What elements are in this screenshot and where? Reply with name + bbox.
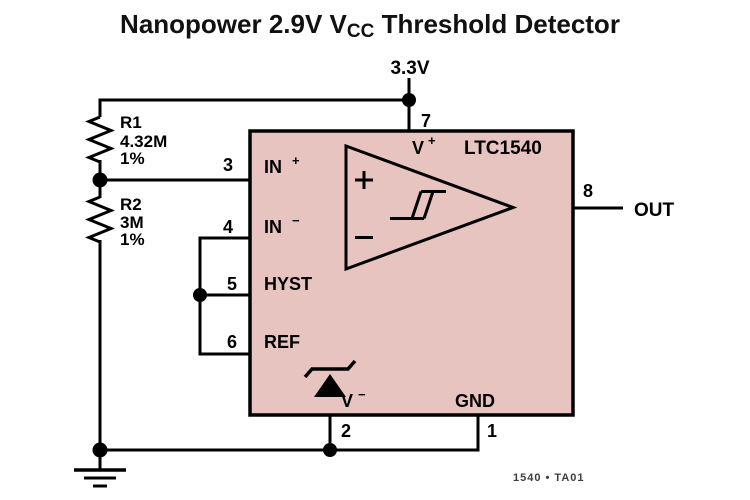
ground-icon bbox=[74, 468, 126, 488]
pin7-label: V bbox=[412, 138, 424, 158]
wire-top-rail bbox=[98, 98, 409, 117]
r2-value: 3M bbox=[120, 213, 144, 232]
figure-tag: 1540 • TA01 bbox=[513, 472, 585, 484]
zener-diode-icon bbox=[314, 374, 346, 397]
title-suffix: Threshold Detector bbox=[374, 9, 620, 39]
junction-dot-hyst bbox=[193, 288, 207, 302]
title-subscript: CC bbox=[346, 21, 375, 42]
pin2-number: 2 bbox=[341, 421, 351, 441]
comparator-triangle bbox=[344, 143, 518, 272]
junction-dot-vminus bbox=[323, 443, 337, 457]
hysteresis-icon bbox=[390, 190, 446, 220]
junction-dot-ground bbox=[92, 442, 108, 458]
pin3-number: 3 bbox=[223, 155, 233, 175]
supply-voltage-label: 3.3V bbox=[390, 58, 429, 79]
pin4-label-sign: − bbox=[292, 213, 300, 228]
pin7-label-sign: + bbox=[428, 133, 436, 148]
r2-tolerance: 1% bbox=[120, 230, 145, 249]
title-prefix: Nanopower 2.9V V bbox=[120, 9, 347, 39]
r1-ref: R1 bbox=[120, 113, 142, 132]
resistor-r2 bbox=[85, 195, 115, 244]
plus-input-icon bbox=[355, 171, 373, 189]
chip-name: LTC1540 bbox=[464, 138, 542, 159]
pin1-label: GND bbox=[455, 391, 495, 411]
r1-tolerance: 1% bbox=[120, 149, 145, 168]
pin6-label: REF bbox=[264, 332, 300, 352]
pin3-label-sign: + bbox=[292, 153, 300, 168]
output-net-label: OUT bbox=[634, 200, 675, 221]
zener-cathode-bar bbox=[303, 359, 357, 379]
pin7-number: 7 bbox=[421, 111, 431, 131]
r1-value: 4.32M bbox=[120, 132, 167, 151]
junction-dot-supply bbox=[402, 93, 416, 107]
pin1-number: 1 bbox=[487, 421, 497, 441]
pin4-label: IN bbox=[264, 217, 282, 237]
resistor-r1 bbox=[85, 115, 115, 164]
r2-ref: R2 bbox=[120, 195, 142, 214]
chip-body bbox=[248, 129, 575, 417]
pin2-label: V bbox=[341, 391, 353, 411]
schematic-title: Nanopower 2.9V VCC Threshold Detector bbox=[0, 9, 740, 42]
pin3-label: IN bbox=[264, 157, 282, 177]
pin5-label: HYST bbox=[264, 274, 312, 294]
pin8-number: 8 bbox=[583, 181, 593, 201]
pin6-number: 6 bbox=[227, 332, 237, 352]
pin2-label-sign: − bbox=[358, 387, 366, 402]
junction-dot-divider bbox=[92, 172, 108, 188]
pin4-number: 4 bbox=[223, 217, 233, 237]
pin5-number: 5 bbox=[227, 274, 237, 294]
